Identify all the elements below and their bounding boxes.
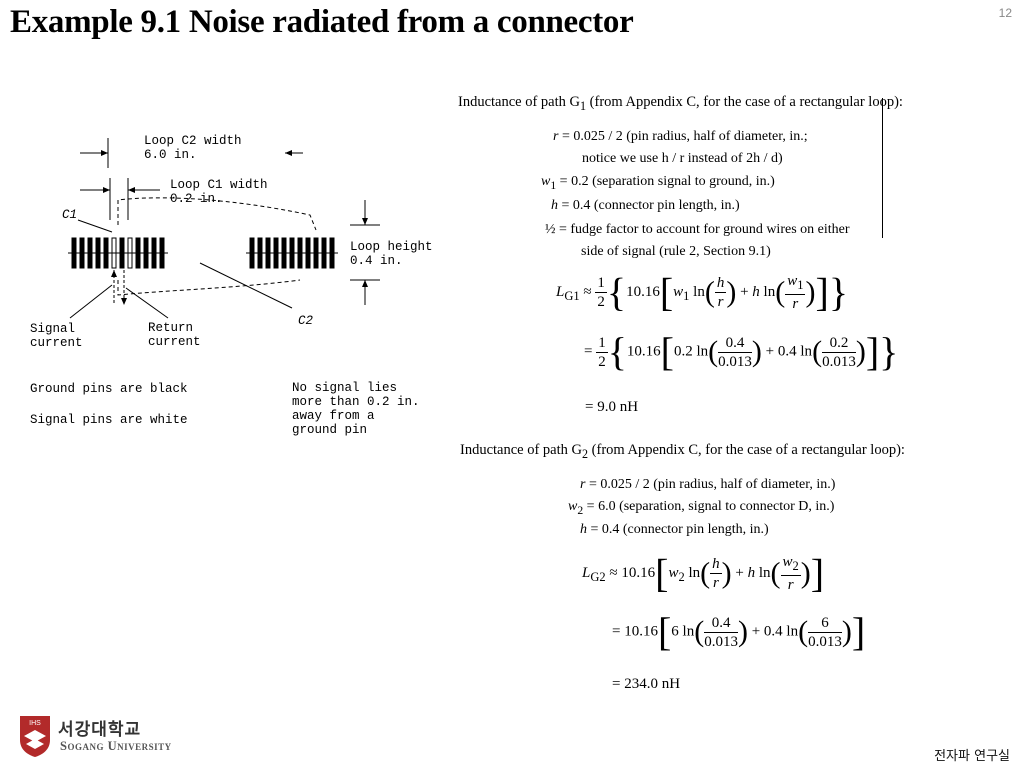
crest-lettering: IHS bbox=[29, 720, 41, 727]
loop-height-value: 0.4 in. bbox=[350, 254, 403, 268]
g2-result: = 234.0 nH bbox=[612, 676, 681, 692]
ground-pins-note: Ground pins are black bbox=[30, 382, 188, 396]
c2-label: C2 bbox=[298, 314, 314, 328]
g2-line-r: r = 0.025 / 2 (pin radius, half of diame… bbox=[580, 477, 836, 492]
g2-line-h: h = 0.4 (connector pin length, in.) bbox=[580, 522, 769, 537]
page-number: 12 bbox=[998, 6, 1012, 20]
signal-current-label-2: current bbox=[30, 336, 83, 350]
g1-line-r: r = 0.025 / 2 (pin radius, half of diame… bbox=[553, 129, 808, 144]
g1-result: = 9.0 nH bbox=[585, 399, 639, 415]
g1-line-h: h = 0.4 (connector pin length, in.) bbox=[551, 198, 740, 213]
logo-english: Sogang University bbox=[60, 739, 172, 753]
loop-height-label: Loop height bbox=[350, 240, 433, 254]
loop-c2-width-label: Loop C2 width bbox=[144, 134, 242, 148]
return-current-label-2: current bbox=[148, 335, 201, 349]
loop-c2-width-value: 6.0 in. bbox=[144, 148, 197, 162]
vertical-rule bbox=[882, 98, 883, 238]
logo-korean: 서강대학교 bbox=[58, 720, 142, 740]
no-signal-note-2: more than 0.2 in. bbox=[292, 395, 420, 409]
c1-label: C1 bbox=[62, 208, 78, 222]
slide-title: Example 9.1 Noise radiated from a connec… bbox=[10, 4, 634, 40]
signal-pins-note: Signal pins are white bbox=[30, 413, 188, 427]
loop-c1-width-label: Loop C1 width bbox=[170, 178, 268, 192]
g2-heading: Inductance of path G2 (from Appendix C, … bbox=[460, 442, 905, 461]
connector-drawing bbox=[68, 138, 380, 319]
g1-line-fudge-2: side of signal (rule 2, Section 9.1) bbox=[581, 244, 771, 259]
university-crest-icon: IHS bbox=[18, 714, 52, 763]
no-signal-note-3: away from a bbox=[292, 409, 375, 423]
return-current-label-1: Return bbox=[148, 321, 194, 335]
footer-department: 전자파 연구실 bbox=[934, 749, 1010, 764]
signal-current-label-1: Signal bbox=[30, 322, 76, 336]
no-signal-note-1: No signal lies bbox=[292, 381, 398, 395]
connector-diagram: Loop C2 width 6.0 in. Loop C1 width 0.2 … bbox=[0, 120, 450, 450]
g2-line-w2: w2 = 6.0 (separation, signal to connecto… bbox=[568, 499, 835, 517]
g1-line-notice: notice we use h / r instead of 2h / d) bbox=[582, 151, 783, 166]
g1-heading: Inductance of path G1 (from Appendix C, … bbox=[458, 94, 903, 113]
g1-line-w1: w1 = 0.2 (separation signal to ground, i… bbox=[541, 174, 775, 192]
g1-line-fudge: ½ = fudge factor to account for ground w… bbox=[545, 222, 850, 237]
loop-c1-width-value: 0.2 in. bbox=[170, 192, 223, 206]
no-signal-note-4: ground pin bbox=[292, 423, 368, 437]
